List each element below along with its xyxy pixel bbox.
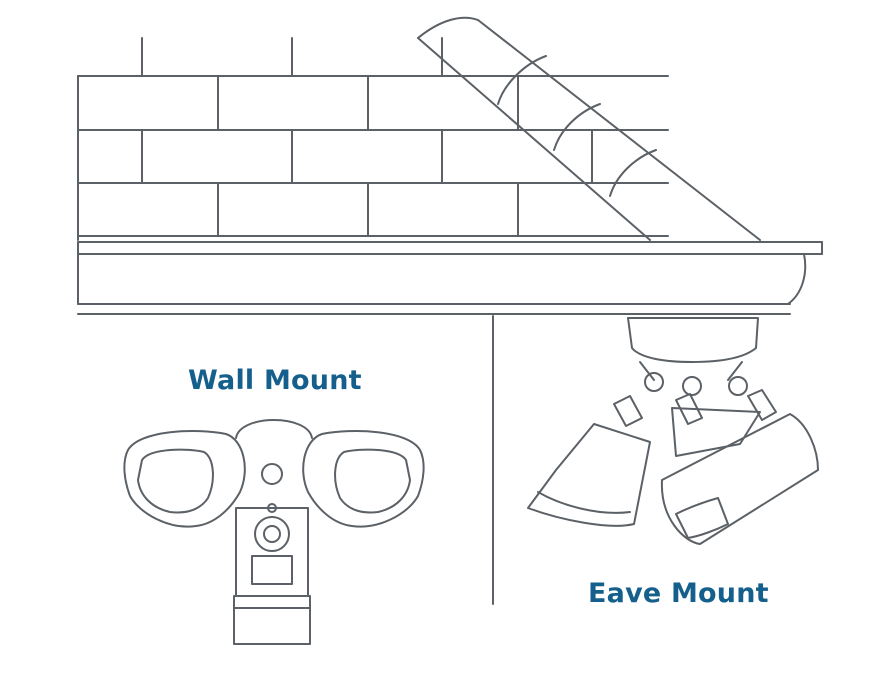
roof-edge xyxy=(417,16,761,241)
eave-mount-label: Eave Mount xyxy=(588,578,769,609)
wall-mount-camera xyxy=(123,419,425,645)
wall-mount-label: Wall Mount xyxy=(188,365,362,396)
brick-wall xyxy=(77,37,669,241)
eave-gutter xyxy=(77,241,823,315)
eave-mount-camera xyxy=(527,317,819,545)
